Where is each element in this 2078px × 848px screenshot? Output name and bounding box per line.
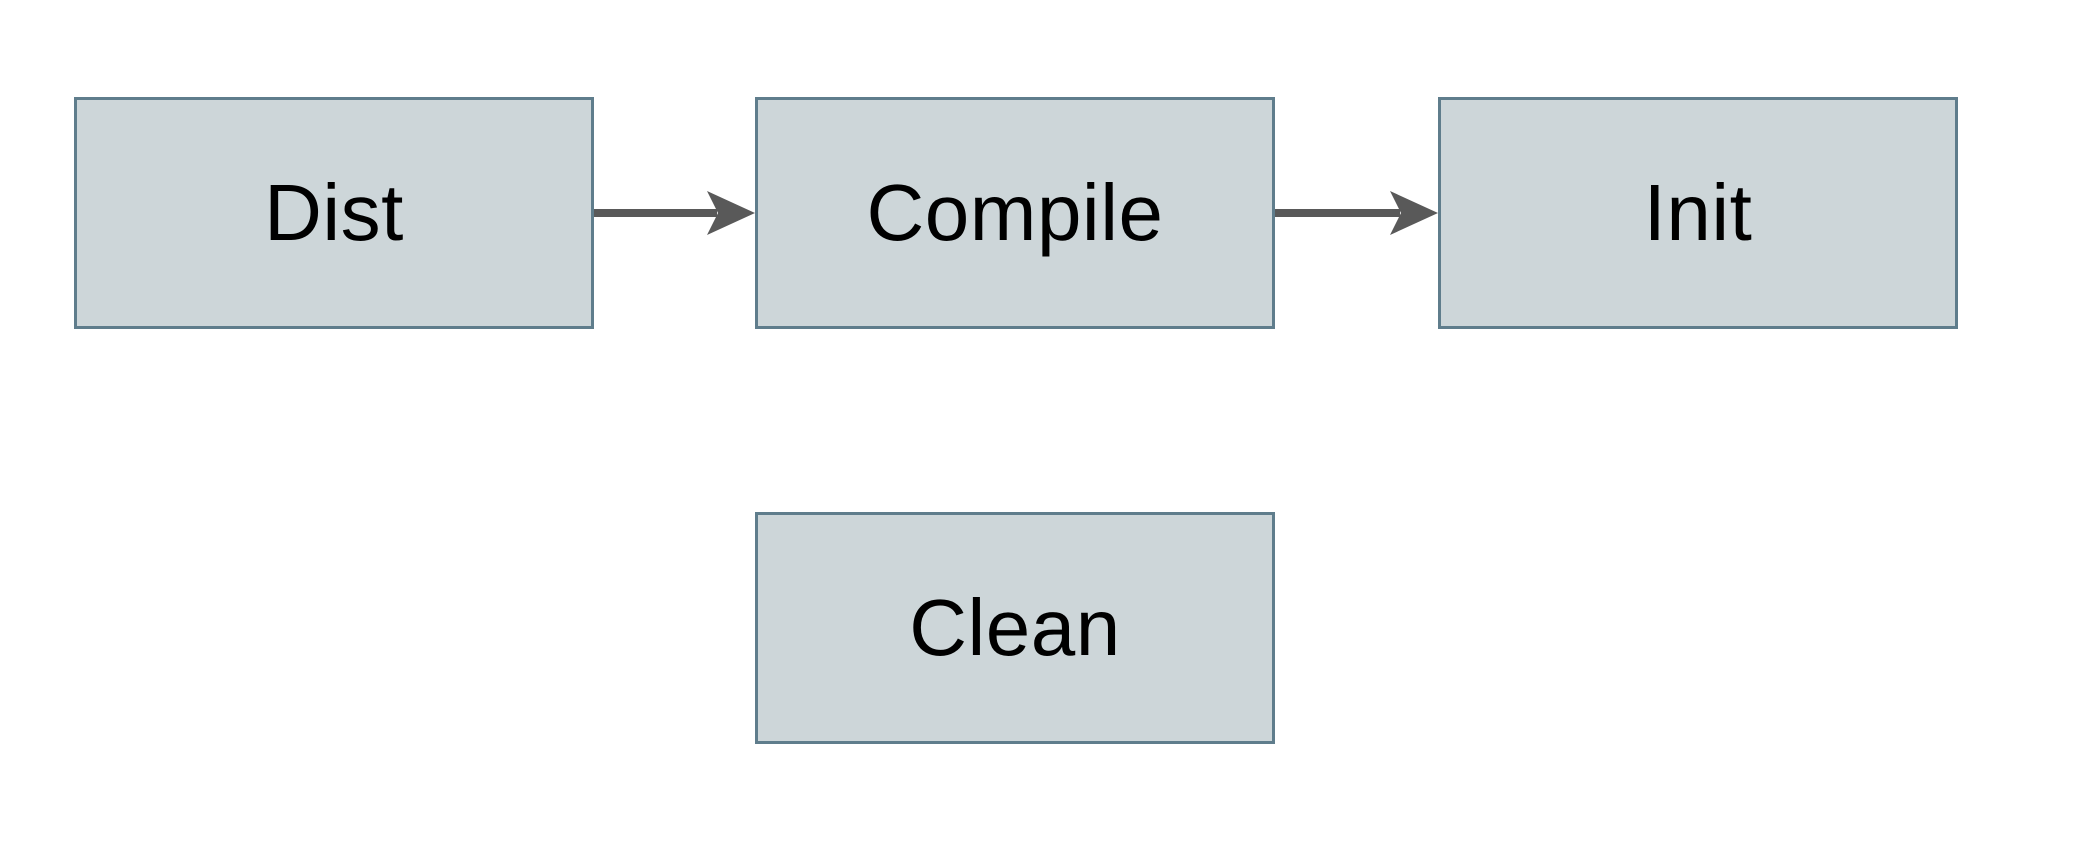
node-compile: Compile: [755, 97, 1275, 329]
right-arrow-icon: [594, 191, 755, 235]
node-init-label: Init: [1643, 168, 1753, 257]
arrow-compile-to-init: [1275, 189, 1438, 237]
node-dist-label: Dist: [264, 168, 404, 257]
node-compile-label: Compile: [866, 168, 1164, 257]
node-clean: Clean: [755, 512, 1275, 744]
node-clean-label: Clean: [909, 583, 1121, 672]
node-dist: Dist: [74, 97, 594, 329]
node-init: Init: [1438, 97, 1958, 329]
arrow-dist-to-compile: [594, 189, 755, 237]
right-arrow-icon: [1275, 191, 1438, 235]
